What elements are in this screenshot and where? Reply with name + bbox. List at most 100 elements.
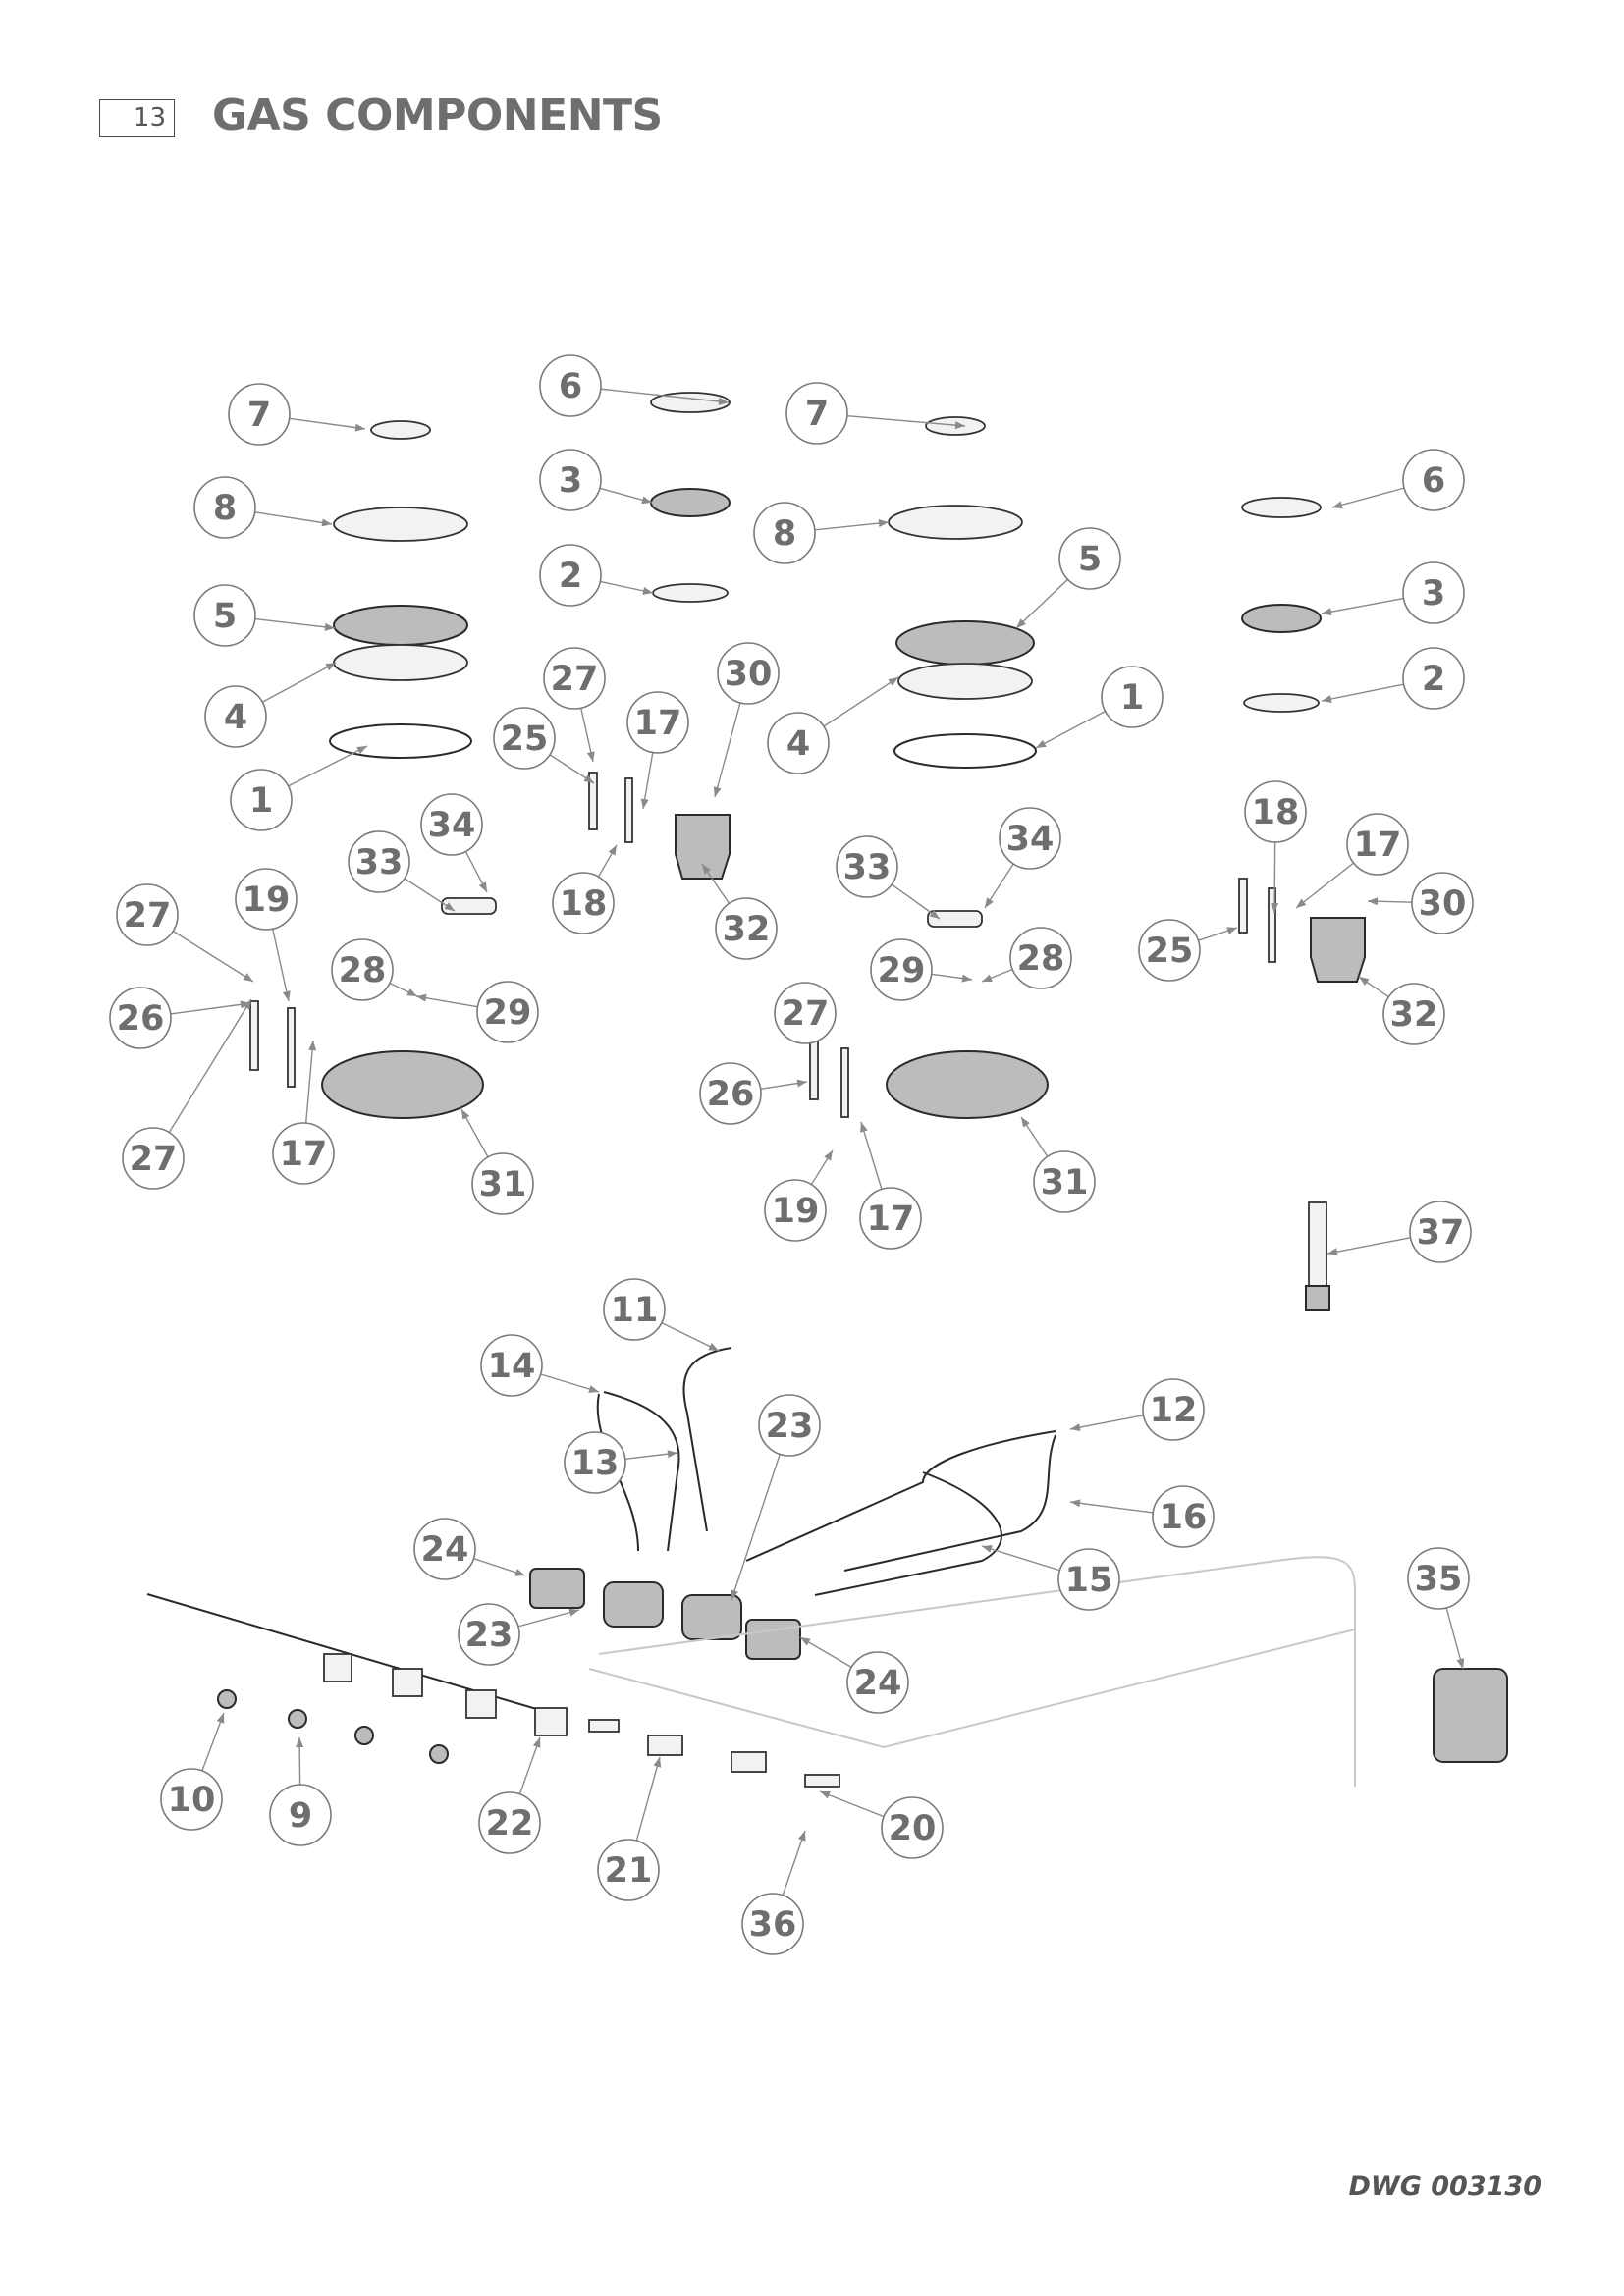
callout-number: 30: [725, 655, 773, 694]
callout-number: 28: [339, 951, 387, 990]
callout-circle: [1402, 449, 1465, 511]
burner-base-left: [333, 644, 468, 681]
callout-circle: [1152, 1485, 1215, 1548]
callout-number: 36: [749, 1905, 797, 1945]
leader-arrowhead: [586, 751, 595, 762]
part-callout: 4: [204, 685, 267, 748]
part-callout: 32: [1382, 983, 1445, 1045]
burner-cup-right: [1310, 917, 1366, 983]
callout-number: 22: [486, 1804, 534, 1843]
leader-arrowhead: [444, 902, 455, 911]
burner-cap-small-left: [370, 420, 431, 440]
leader-arrowhead: [532, 1737, 541, 1748]
burner-base-center: [897, 663, 1033, 700]
part-callout: 9: [269, 1784, 332, 1846]
page-title: GAS COMPONENTS: [212, 90, 663, 140]
electrode-right: [1238, 878, 1248, 934]
callout-circle: [741, 1893, 804, 1955]
leader-arrowhead: [1016, 618, 1027, 628]
callout-number: 29: [484, 993, 532, 1033]
callout-number: 3: [1422, 574, 1445, 614]
clip-2: [647, 1735, 683, 1756]
leader-arrowhead: [478, 881, 487, 892]
leader-line: [891, 883, 941, 920]
leader-arrowhead: [282, 990, 291, 1001]
leader-line: [261, 662, 337, 703]
burner-cap-small-right: [1241, 497, 1322, 518]
part-callout: 30: [1411, 872, 1474, 934]
leader-line: [600, 388, 730, 403]
callout-circle: [1402, 647, 1465, 710]
leader-line: [1015, 578, 1068, 629]
thermocouple-right: [1268, 887, 1276, 963]
callout-circle: [785, 382, 848, 445]
burner-cap-large-left: [333, 507, 468, 542]
leader-line: [731, 1454, 781, 1601]
page-number-box: 13: [99, 99, 175, 137]
leader-line: [1069, 1501, 1154, 1514]
callout-number: 24: [421, 1530, 469, 1570]
part-callout: 19: [764, 1179, 827, 1242]
callout-circle: [836, 835, 898, 898]
callout-number: 29: [878, 951, 926, 990]
callout-circle: [1058, 527, 1121, 590]
part-callout: 11: [603, 1278, 666, 1341]
part-callout: 28: [331, 938, 394, 1001]
leader-line: [1321, 683, 1404, 702]
leader-arrowhead: [642, 586, 653, 595]
leader-line: [415, 995, 478, 1008]
callout-number: 19: [772, 1192, 820, 1231]
callout-number: 10: [168, 1781, 216, 1820]
callout-number: 5: [213, 597, 237, 636]
bracket-left: [441, 897, 497, 915]
part-callout: 29: [476, 981, 539, 1043]
burner-cap-small-center: [650, 392, 731, 413]
part-callout: 34: [420, 793, 483, 856]
leader-arrowhead: [796, 1079, 807, 1088]
bracket-center: [927, 910, 983, 928]
leader-arrowhead: [1271, 902, 1279, 913]
part-callout: 6: [539, 354, 602, 417]
callout-circle: [753, 502, 816, 564]
callout-number: 32: [723, 910, 771, 949]
knob-bush-2: [288, 1709, 307, 1729]
leader-arrowhead: [324, 622, 335, 631]
callout-circle: [230, 769, 293, 831]
leader-arrowhead: [653, 1757, 662, 1768]
part-callout: 15: [1057, 1548, 1120, 1611]
callout-circle: [1101, 666, 1164, 728]
callout-number: 34: [1006, 820, 1055, 859]
callout-circle: [859, 1187, 922, 1250]
leader-arrowhead: [824, 1150, 833, 1161]
leader-arrowhead: [1036, 739, 1047, 748]
callout-circle: [1409, 1201, 1472, 1263]
part-callout: 1: [1101, 666, 1164, 728]
callout-circle: [122, 1127, 185, 1190]
part-callout: 35: [1407, 1547, 1470, 1610]
callout-number: 31: [1041, 1163, 1089, 1202]
part-callout: 26: [699, 1062, 762, 1125]
callout-circle: [420, 793, 483, 856]
part-callout: 23: [458, 1603, 520, 1666]
callout-circle: [539, 449, 602, 511]
leader-line: [782, 1830, 806, 1896]
part-callout: 5: [193, 584, 256, 647]
burner-cup-center-top: [675, 814, 731, 880]
leader-arrowhead: [296, 1737, 304, 1748]
callout-number: 27: [124, 896, 172, 935]
burner-pan-left: [321, 1050, 484, 1119]
leader-arrowhead: [982, 1545, 993, 1553]
leader-arrowhead: [713, 786, 722, 797]
callout-number: 35: [1415, 1560, 1463, 1599]
callout-number: 7: [247, 396, 271, 435]
gas-regulator: [1433, 1668, 1508, 1763]
leader-arrowhead: [354, 423, 365, 432]
callout-number: 17: [280, 1135, 328, 1174]
gas-valve-right: [745, 1619, 801, 1660]
leader-arrowhead: [588, 1385, 599, 1393]
callout-number: 7: [805, 395, 829, 434]
burner-ring-small-right: [1241, 604, 1322, 633]
callout-number: 4: [786, 724, 810, 764]
